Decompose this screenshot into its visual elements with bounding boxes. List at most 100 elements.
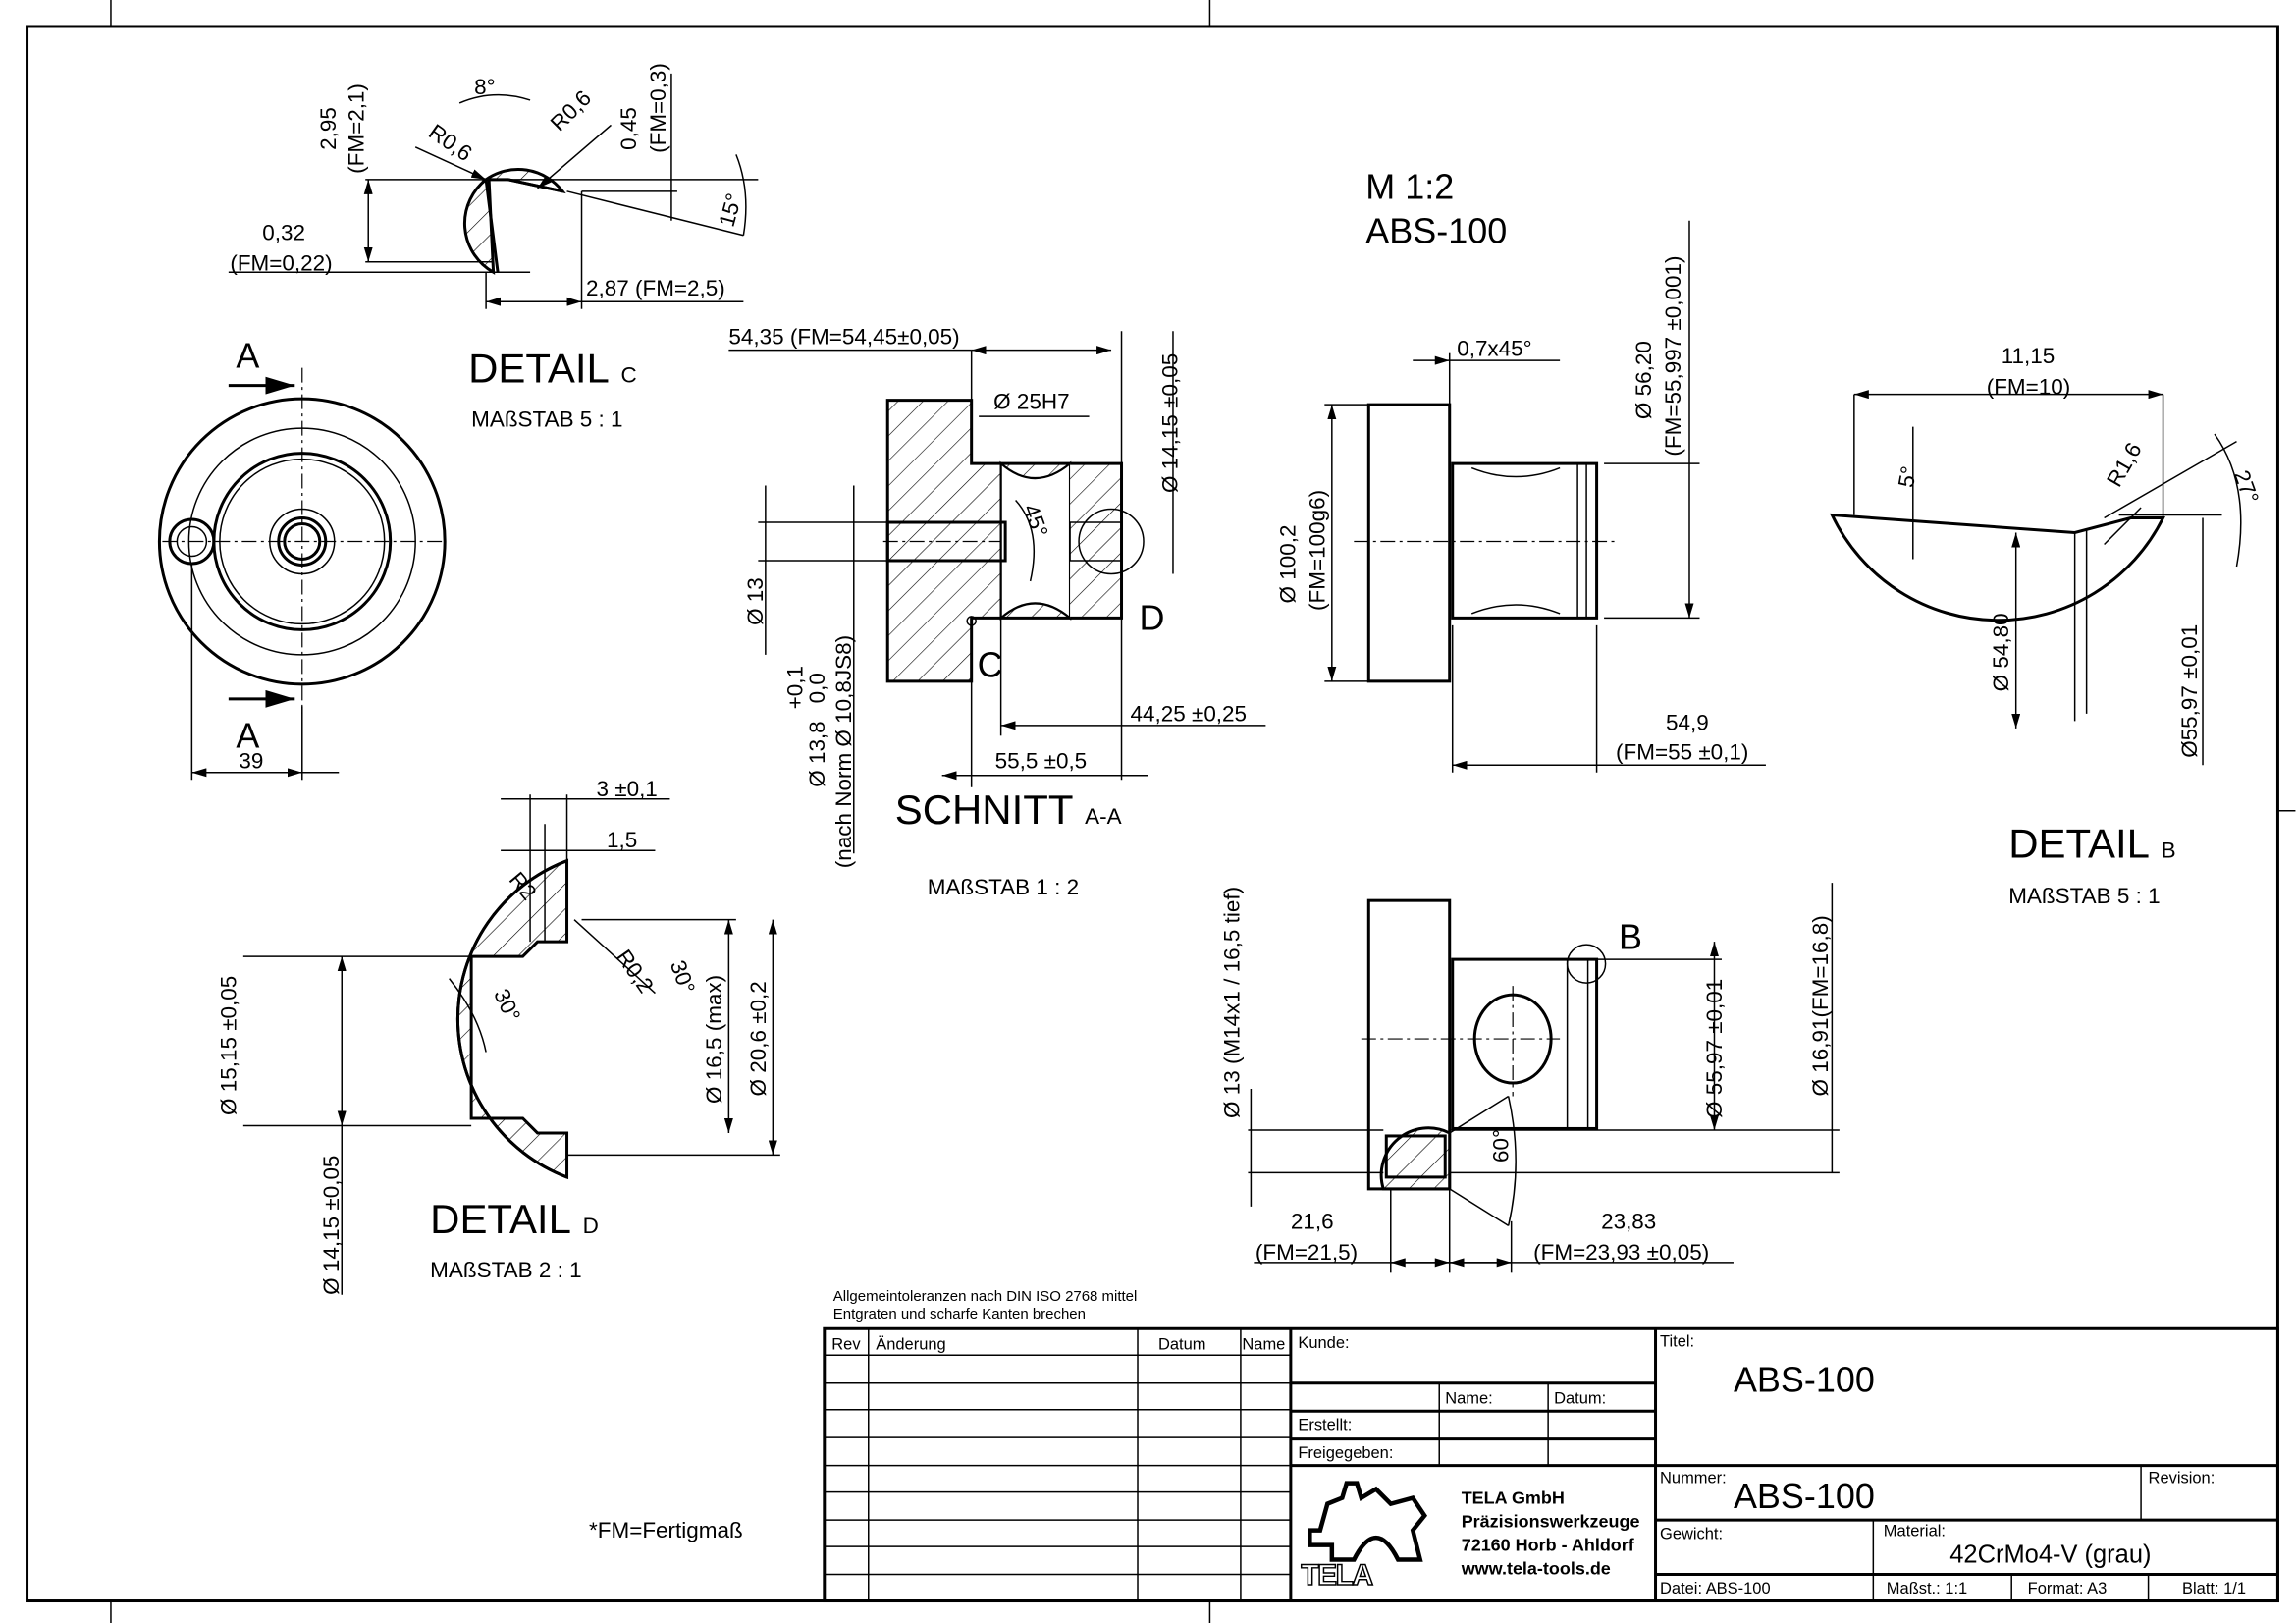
kunde-label: Kunde: bbox=[1298, 1334, 1349, 1352]
dim-text: 0,32 bbox=[262, 220, 305, 244]
dim-text: (FM=23,93 ±0,05) bbox=[1533, 1240, 1709, 1265]
detail-c: 2,95 (FM=2,1) 8° R0,6 R0,6 0,45 (FM=0,3)… bbox=[228, 63, 759, 432]
front-view: A A 39 bbox=[157, 336, 447, 781]
dim-text: 39 bbox=[239, 748, 263, 773]
tela-logo: TELA bbox=[1301, 1481, 1428, 1593]
dim-text: R1,6 bbox=[2102, 438, 2146, 491]
dim-text: Ø 56,20 bbox=[1631, 341, 1656, 419]
dim-text: 11,15 bbox=[2002, 344, 2056, 368]
dim-text: 0,0 bbox=[805, 673, 829, 703]
company-address: 72160 Horb - Ahldorf bbox=[1462, 1536, 1635, 1555]
dim-text: (FM=55 ±0,1) bbox=[1616, 739, 1748, 764]
dim-text: (FM=0,3) bbox=[646, 63, 670, 153]
dim-text: 44,25 ±0,25 bbox=[1131, 701, 1248, 726]
dim-text: 0,45 bbox=[616, 107, 641, 150]
dim-text: 23,83 bbox=[1601, 1209, 1656, 1233]
dim-text: Ø 13 (M14x1 / 16,5 tief) bbox=[1219, 887, 1244, 1118]
dim-text: +0,1 bbox=[782, 666, 807, 709]
freigegeben-label: Freigegeben: bbox=[1298, 1444, 1393, 1462]
scale-note: M 1:2 bbox=[1365, 166, 1454, 206]
dim-text: Ø 54,80 bbox=[1989, 613, 2013, 691]
detail-title: DETAIL C bbox=[468, 346, 637, 392]
company-tagline: Präzisionswerkzeuge bbox=[1462, 1512, 1640, 1532]
name-label: Name: bbox=[1445, 1390, 1493, 1408]
gewicht-label: Gewicht: bbox=[1660, 1526, 1723, 1543]
dim-text: (FM=0,22) bbox=[230, 251, 332, 276]
dim-text: Ø 100,2 bbox=[1275, 524, 1300, 603]
dim-text: (FM=100g6) bbox=[1305, 490, 1329, 611]
section-title: SCHNITT A-A bbox=[895, 786, 1122, 833]
rev-header: Name bbox=[1242, 1335, 1285, 1353]
detail-scale: MAßSTAB 2 : 1 bbox=[430, 1258, 581, 1282]
dim-text: (FM=2,1) bbox=[345, 83, 369, 174]
logo-text: TELA bbox=[1301, 1559, 1372, 1592]
rev-header: Datum bbox=[1158, 1335, 1206, 1353]
dim-text: 21,6 bbox=[1291, 1209, 1334, 1233]
datum-label: Datum: bbox=[1554, 1390, 1606, 1408]
main-view: M 1:2 ABS-100 0,7x45° Ø 56,20 (FM=55,997… bbox=[1275, 166, 1766, 773]
detail-scale: MAßSTAB 5 : 1 bbox=[2008, 884, 2160, 908]
massstab: Maßst.: 1:1 bbox=[1887, 1580, 1967, 1597]
dim-text: (FM=21,5) bbox=[1255, 1240, 1358, 1265]
dim-text: 2,95 bbox=[316, 107, 341, 150]
company-name: TELA GmbH bbox=[1462, 1488, 1565, 1508]
sheet-frame bbox=[26, 0, 2296, 1623]
detail-mark: C bbox=[978, 644, 1003, 684]
title-block: Rev Änderung Datum Name Kunde: Name: Dat… bbox=[823, 1326, 2279, 1603]
erstellt-label: Erstellt: bbox=[1298, 1417, 1352, 1434]
dim-text: Ø 25H7 bbox=[993, 390, 1069, 414]
dim-text: 5° bbox=[1894, 464, 1921, 489]
dim-text: Ø 14,15 ±0,05 bbox=[319, 1156, 344, 1295]
blatt: Blatt: 1/1 bbox=[2182, 1580, 2246, 1597]
dim-text: 30° bbox=[666, 957, 700, 997]
section-letter: A bbox=[236, 715, 259, 755]
general-note: Allgemeintoleranzen nach DIN ISO 2768 mi… bbox=[833, 1288, 1138, 1305]
dim-text: 27° bbox=[2229, 467, 2264, 507]
detail-title: DETAIL D bbox=[430, 1196, 599, 1242]
detail-mark: B bbox=[1619, 917, 1642, 957]
detail-mark: D bbox=[1140, 597, 1165, 637]
section-a-a: 54,35 (FM=54,45±0,05) Ø 25H7 Ø 14,15 ±0,… bbox=[728, 325, 1266, 899]
dim-text: 15° bbox=[715, 190, 747, 229]
general-note: Entgraten und scharfe Kanten brechen bbox=[833, 1306, 1086, 1323]
section-letter: A bbox=[236, 336, 259, 376]
detail-scale: MAßSTAB 5 : 1 bbox=[471, 407, 622, 432]
dim-text: (nach Norm Ø 10,8JS8) bbox=[831, 635, 856, 868]
dim-text: Ø 55,97 ±0,01 bbox=[1702, 979, 1727, 1118]
section-scale: MAßSTAB 1 : 2 bbox=[928, 875, 1079, 899]
titel-label: Titel: bbox=[1660, 1332, 1694, 1350]
nummer-value: ABS-100 bbox=[1734, 1476, 1875, 1516]
rev-header: Änderung bbox=[876, 1335, 945, 1353]
dim-text: 2,87 (FM=2,5) bbox=[586, 276, 725, 300]
detail-d: 3 ±0,1 1,5 R2 R0,2 30° 30° Ø 15,15 ±0,05… bbox=[216, 777, 780, 1295]
format: Format: A3 bbox=[2028, 1580, 2108, 1597]
side-view: B Ø 13 (M14x1 / 16,5 tief) Ø 55,97 ±0,01… bbox=[1219, 883, 1840, 1273]
dim-text: (FM=55,997 ±0,001) bbox=[1661, 256, 1685, 457]
dim-text: 0,7x45° bbox=[1457, 337, 1531, 361]
datei: Datei: ABS-100 bbox=[1660, 1580, 1771, 1597]
footnote: *FM=Fertigmaß bbox=[589, 1518, 743, 1542]
dim-text: Ø 14,15 ±0,05 bbox=[1157, 353, 1182, 493]
dim-text: Ø 20,6 ±0,2 bbox=[746, 981, 771, 1096]
dim-text: Ø 13,8 bbox=[805, 721, 829, 786]
titel-value: ABS-100 bbox=[1734, 1360, 1875, 1400]
material-label: Material: bbox=[1884, 1523, 1946, 1541]
dim-text: 1,5 bbox=[607, 828, 637, 852]
nummer-label: Nummer: bbox=[1660, 1470, 1727, 1488]
detail-title: DETAIL B bbox=[2008, 821, 2175, 867]
dim-text: Ø 13 bbox=[743, 577, 768, 625]
dim-text: Ø 16,5 (max) bbox=[702, 975, 726, 1104]
rev-header: Rev bbox=[831, 1335, 861, 1353]
dim-text: R0,6 bbox=[424, 119, 476, 166]
dim-text: 54,35 (FM=54,45±0,05) bbox=[728, 325, 959, 350]
dim-text: 60° bbox=[1489, 1129, 1514, 1163]
material-value: 42CrMo4-V (grau) bbox=[1949, 1542, 2151, 1569]
part-label: ABS-100 bbox=[1365, 210, 1507, 250]
dim-text: 8° bbox=[474, 75, 495, 99]
dim-text: (FM=10) bbox=[1987, 375, 2071, 400]
dim-text: Ø55,97 ±0,01 bbox=[2177, 624, 2202, 758]
detail-b: 11,15 (FM=10) 5° R1,6 27° Ø 54,80 Ø55,97… bbox=[1829, 344, 2264, 908]
dim-text: Ø 16,91(FM=16,8) bbox=[1808, 915, 1833, 1096]
revision-label: Revision: bbox=[2149, 1470, 2216, 1488]
